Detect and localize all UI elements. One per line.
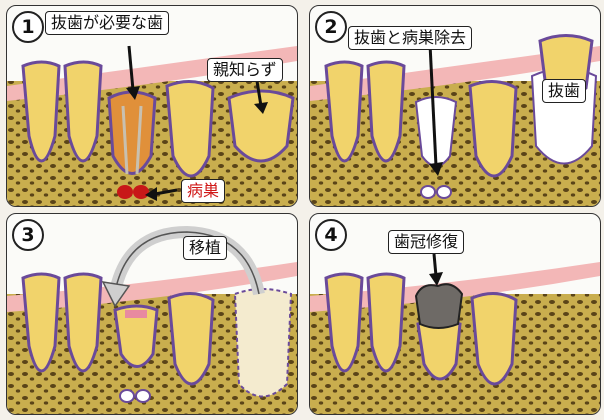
step-number-1: 1 [12, 11, 44, 43]
panel-1-tooth-needing-extraction: 1 [6, 5, 298, 207]
label-extraction: 抜歯 [542, 79, 586, 103]
label-transplantation: 移植 [183, 236, 227, 260]
label-lesion: 病巣 [181, 179, 225, 203]
tooth-needing-extraction [109, 92, 155, 174]
panel-2-extraction-and-lesion-removal: 2 抜歯と病巣除去 抜歯 [309, 5, 601, 207]
donor-site [235, 289, 291, 397]
label-tooth-needing-extraction: 抜歯が必要な歯 [45, 11, 169, 35]
step-number-2: 2 [315, 11, 347, 43]
down-arrow-icon [429, 254, 443, 286]
panel-3-transplantation: 3 移植 [6, 213, 298, 415]
label-crown-restoration: 歯冠修復 [388, 230, 464, 254]
label-extraction-and-lesion-removal: 抜歯と病巣除去 [348, 26, 472, 50]
panel-4-crown-restoration: 4 歯冠修復 [309, 213, 601, 415]
panel-1-illustration [7, 6, 297, 206]
step-number-4: 4 [315, 219, 347, 251]
restored-tooth [416, 284, 462, 379]
label-wisdom-tooth: 親知らず [207, 58, 283, 82]
step-number-3: 3 [12, 219, 44, 251]
panel-3-illustration [7, 214, 297, 414]
